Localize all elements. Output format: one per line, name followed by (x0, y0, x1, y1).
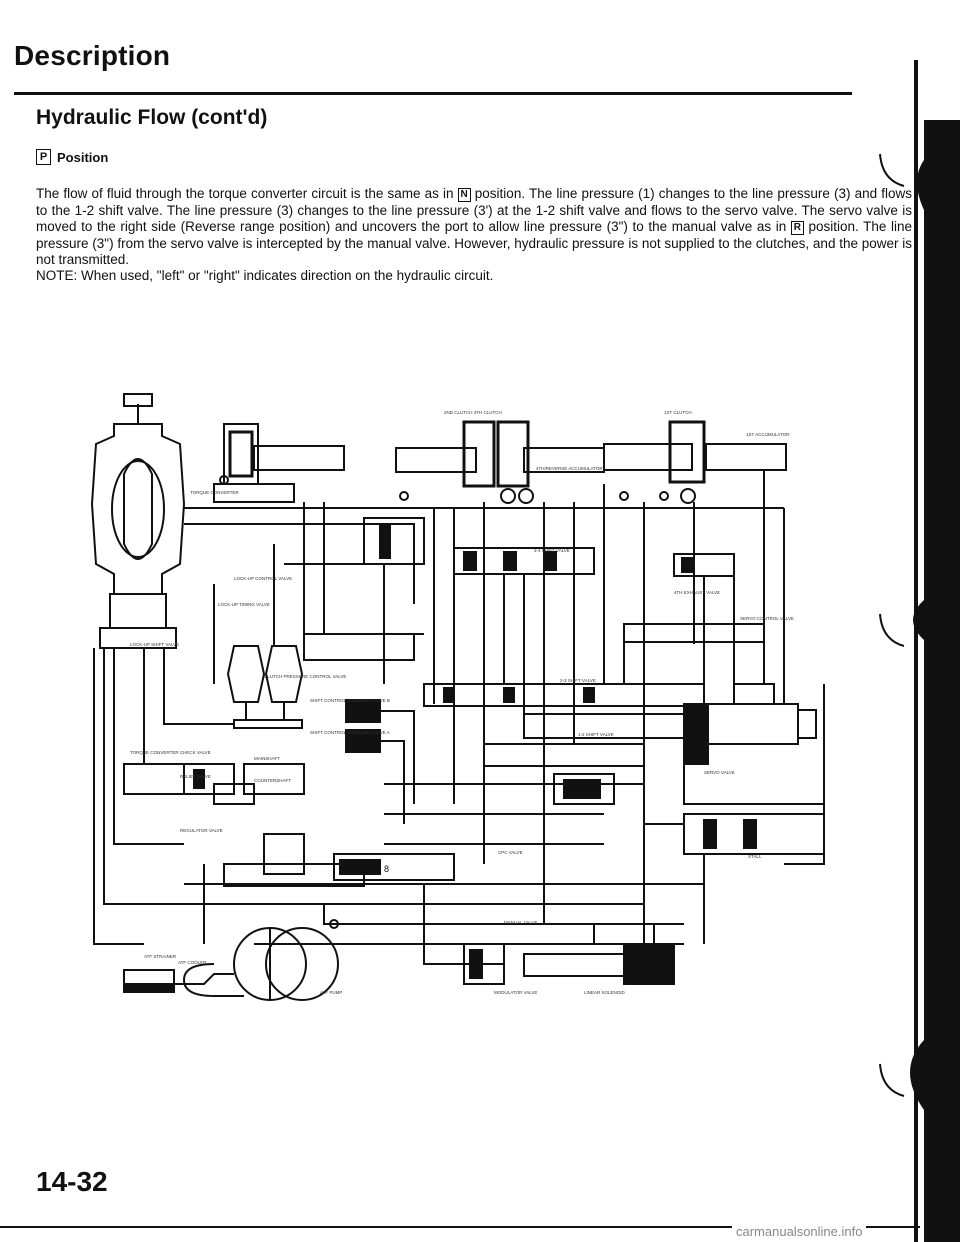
binding-line (914, 60, 918, 1242)
label-lockup-timing: LOCK-UP TIMING VALVE (218, 602, 270, 607)
boxed-letter-n: N (457, 188, 471, 202)
body-paragraph: The flow of fluid through the torque con… (36, 186, 912, 269)
binding-edge-shadow (910, 120, 960, 1242)
label-lockup-shift: LOCK-UP SHIFT VALVE (130, 642, 179, 647)
margin-tick-bottom (879, 1063, 905, 1097)
valve-body (303, 517, 765, 805)
clutch-group-2nd-4th (395, 420, 605, 504)
label-3-4-shift: 3-4 SHIFT VALVE (534, 548, 570, 553)
label-pump: ATF PUMP (320, 990, 342, 995)
note-text: NOTE: When used, "left" or "right" indic… (36, 268, 494, 283)
manual-valve: 8 (333, 853, 455, 881)
body-text-1: The flow of fluid through the torque con… (36, 186, 458, 201)
label-servo-control: SERVO CONTROL VALVE (740, 616, 794, 621)
label-stall: STALL (748, 854, 762, 859)
label-converter-check: TORQUE CONVERTER CHECK VALVE (130, 750, 211, 755)
boxed-letter-r: R (790, 221, 804, 235)
page-number: 14-32 (36, 1166, 108, 1197)
label-1-2-shift: 1-2 SHIFT VALVE (578, 732, 614, 737)
hydraulic-circuit-diagram: 8 (90, 393, 825, 1001)
label-cooler: ATF COOLER (178, 960, 207, 965)
watermark: carmanualsonline.info (732, 1224, 867, 1239)
page-title: Description (14, 40, 171, 71)
label-clutch-pressure: CLUTCH PRESSURE CONTROL VALVE (264, 674, 346, 679)
body-text-3: position. The line pressure (3") from th… (36, 219, 912, 267)
section-heading: Hydraulic Flow (cont'd) (36, 106, 268, 129)
label-modulator: MODULATOR VALVE (494, 990, 537, 995)
label-servo-valve: SERVO VALVE (704, 770, 735, 775)
bottom-solenoids (463, 923, 675, 985)
label-2-3-shift: 2-3 SHIFT VALVE (560, 678, 596, 683)
label-manual-valve: MANUAL VALVE (504, 920, 538, 925)
label-sol-a: SHIFT CONTROL SOLENOID VALVE A (310, 730, 390, 735)
solenoid-pair (226, 645, 304, 729)
svg-text:8: 8 (384, 864, 389, 874)
label-mainshaft: MAINSHAFT (254, 756, 280, 761)
clutch-group-1st (603, 420, 787, 504)
label-1st-clutch: 1ST CLUTCH (664, 410, 692, 415)
shift-solenoids (345, 699, 415, 824)
position-letter-box: P (36, 149, 51, 165)
label-linear-solenoid: LINEAR SOLENOID (584, 990, 626, 995)
position-label: Position (57, 149, 109, 165)
lower-right-valves (644, 684, 825, 865)
title-rule (14, 92, 852, 95)
label-relief: RELIEF VALVE (180, 774, 211, 779)
atf-strainer (123, 963, 244, 997)
margin-tick-middle (879, 613, 905, 647)
label-countershaft: COUNTERSHAFT (254, 778, 291, 783)
label-strainer: ATF STRAINER (144, 954, 177, 959)
body-text-2: position. The line pressure (1) changes … (36, 186, 912, 234)
atf-pump (233, 927, 339, 1001)
label-torque-converter: TORQUE CONVERTER (190, 490, 239, 495)
label-regulator: REGULATOR VALVE (180, 828, 223, 833)
label-lockup-control: LOCK-UP CONTROL VALVE (234, 576, 292, 581)
clutch-group-left (213, 423, 345, 503)
bottom-rule (0, 1226, 920, 1228)
label-2nd-4th-clutch: 2ND CLUTCH 4TH CLUTCH (444, 410, 502, 415)
label-cpc-valve: CPC VALVE (498, 850, 523, 855)
position-heading: P Position (36, 149, 108, 165)
torque-converter (90, 393, 186, 649)
margin-tick-top (879, 153, 905, 187)
left-lower-valves (123, 763, 365, 887)
label-4th-accumulator: 4TH/REVERSE ACCUMULATOR (536, 466, 603, 471)
label-sol-b: SHIFT CONTROL SOLENOID VALVE B (310, 698, 390, 703)
label-1st-accumulator: 1ST ACCUMULATOR (746, 432, 790, 437)
label-4th-exhaust: 4TH EXHAUST VALVE (674, 590, 720, 595)
servo-valve (683, 683, 824, 805)
